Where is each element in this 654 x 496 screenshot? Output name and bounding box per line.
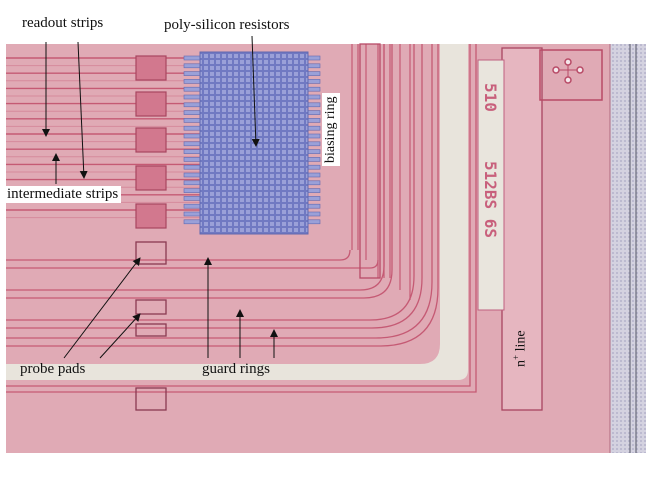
finger-left <box>183 86 201 92</box>
finger-left <box>183 141 201 147</box>
probe-pad <box>135 91 167 117</box>
finger-left <box>183 172 201 178</box>
finger-left <box>183 180 201 186</box>
finger-left <box>183 149 201 154</box>
finger-left <box>183 188 201 193</box>
finger-left <box>183 71 201 76</box>
finger-right <box>307 86 321 92</box>
probe-pad <box>135 55 167 81</box>
finger-right <box>307 79 321 84</box>
finger-right <box>307 125 321 131</box>
chip-marking-panel <box>477 59 505 311</box>
finger-left <box>183 196 201 201</box>
finger-left <box>183 211 201 217</box>
label-n-plus-line: n+ line <box>511 330 529 367</box>
probe-pad-column <box>135 55 167 411</box>
probe-pad-outline <box>135 241 167 265</box>
finger-right <box>307 219 321 225</box>
finger-right <box>307 149 321 154</box>
finger-left <box>183 63 201 69</box>
alignment-mark <box>539 49 603 101</box>
finger-right <box>307 133 321 139</box>
finger-right <box>307 188 321 193</box>
finger-right <box>307 164 321 170</box>
callout-arrows <box>42 35 278 359</box>
biasing-ring-pad <box>359 43 381 279</box>
finger-left <box>183 110 201 115</box>
finger-right <box>307 141 321 147</box>
probe-pad-outline <box>135 387 167 411</box>
finger-right <box>307 63 321 69</box>
arrow-readout-2 <box>77 41 88 179</box>
arrow-probe-1 <box>63 257 141 359</box>
finger-left <box>183 133 201 139</box>
finger-left <box>183 102 201 108</box>
probe-pad <box>135 165 167 191</box>
label-guard-rings: guard rings <box>202 361 270 377</box>
finger-right <box>307 157 321 162</box>
probe-pad-outline <box>135 323 167 337</box>
finger-right <box>307 196 321 201</box>
label-biasing-ring: biasing ring <box>322 93 340 166</box>
label-probe-pads: probe pads <box>20 361 86 377</box>
finger-right <box>307 180 321 186</box>
label-poly-silicon-resistors: poly-silicon resistors <box>164 17 290 33</box>
finger-right <box>307 55 321 61</box>
finger-left <box>183 55 201 61</box>
finger-left <box>183 79 201 84</box>
probe-pad-outline <box>135 299 167 315</box>
finger-right <box>307 203 321 209</box>
guard-ring-lines <box>6 44 477 393</box>
chip-marking-line2: 512BS 6S <box>481 161 500 239</box>
finger-right <box>307 172 321 178</box>
probe-pad <box>135 127 167 153</box>
finger-right <box>307 118 321 123</box>
finger-left <box>183 94 201 100</box>
finger-left <box>183 203 201 209</box>
finger-left <box>183 157 201 162</box>
label-intermediate-strips: intermediate strips <box>4 186 122 203</box>
probe-pad <box>135 203 167 229</box>
finger-right <box>307 110 321 115</box>
finger-right <box>307 102 321 108</box>
label-readout-strips: readout strips <box>22 15 104 31</box>
arrow-probe-2 <box>99 313 141 359</box>
finger-right <box>307 211 321 217</box>
finger-left <box>183 164 201 170</box>
finger-left <box>183 125 201 131</box>
finger-left <box>183 219 201 225</box>
chip-edge <box>610 44 646 453</box>
finger-right <box>307 71 321 76</box>
arrow-resistors <box>251 35 260 147</box>
finger-right <box>307 94 321 100</box>
finger-left <box>183 118 201 123</box>
chip-marking-line1: 510 <box>481 83 500 112</box>
